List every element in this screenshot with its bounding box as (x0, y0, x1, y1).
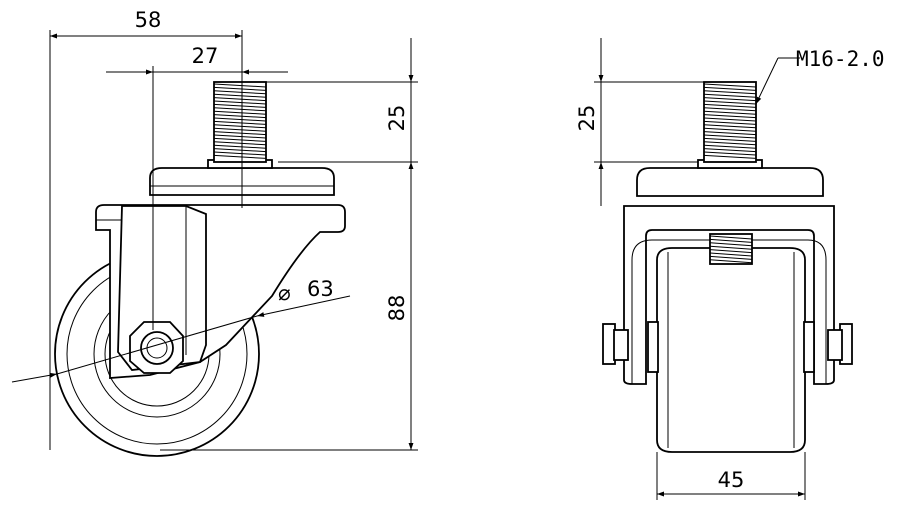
thread-line (703, 114, 757, 119)
dim-diameter-symbol: ⌀ (278, 281, 291, 305)
thread-line (213, 97, 267, 102)
front-swivel-plate (636, 167, 824, 197)
front-view (602, 81, 853, 453)
dim-line-diameter (56, 315, 258, 375)
thread-line (709, 259, 753, 264)
thread-line (703, 86, 757, 91)
thread-line (213, 148, 267, 153)
side-dimensions: 58 27 25 88 ⌀ 63 (11, 8, 418, 451)
thread-line (213, 110, 267, 115)
thread-line (703, 120, 757, 125)
thread-spec-label: M16-2.0 (796, 47, 885, 71)
dim-wheel-width: 45 (718, 468, 745, 492)
thread-line (709, 252, 753, 257)
thread-line (703, 117, 757, 122)
thread-line (703, 144, 757, 149)
dim-line-diameter-right (256, 295, 351, 317)
thread-line (213, 134, 267, 139)
front-inner-stem (709, 233, 753, 265)
thread-line (213, 100, 267, 105)
thread-line (703, 131, 757, 136)
front-axle-bolts (602, 321, 853, 373)
thread-line (709, 238, 753, 243)
thread-line (703, 148, 757, 153)
front-dimensions: 25 M16-2.0 45 (575, 38, 885, 500)
thread-line (703, 137, 757, 142)
thread-line (703, 93, 757, 98)
thread-line (703, 134, 757, 139)
thread-line (703, 154, 757, 159)
thread-line (213, 93, 267, 98)
dim-wheel-diameter: 63 (307, 277, 334, 301)
side-threaded-stem (207, 81, 273, 169)
front-wheel (656, 247, 806, 453)
dim-overall-height: 88 (385, 295, 409, 322)
side-view (54, 62, 346, 457)
thread-line (213, 90, 267, 95)
thread-line (213, 154, 267, 159)
dim-stem-length-front: 25 (575, 105, 599, 132)
thread-line (703, 127, 757, 132)
thread-line (709, 235, 753, 240)
thread-line (703, 107, 757, 112)
thread-line (703, 110, 757, 115)
dim-stem-offset: 27 (192, 44, 219, 68)
thread-line (213, 117, 267, 122)
thread-line (703, 141, 757, 146)
thread-line (213, 151, 267, 156)
dim-overall-width: 58 (135, 8, 162, 32)
dim-line-diameter-left (11, 372, 58, 383)
thread-line (703, 97, 757, 102)
thread-line (213, 124, 267, 129)
thread-line (213, 114, 267, 119)
thread-line (213, 86, 267, 91)
thread-line (213, 141, 267, 146)
thread-line (213, 144, 267, 149)
thread-line (703, 83, 757, 88)
thread-line (213, 127, 267, 132)
thread-line (703, 151, 757, 156)
thread-line (703, 124, 757, 129)
front-threaded-stem (697, 81, 763, 169)
thread-line (709, 245, 753, 250)
thread-line (703, 90, 757, 95)
thread-line (709, 255, 753, 260)
thread-line (213, 107, 267, 112)
leader-thread-spec (755, 57, 779, 105)
thread-line (213, 131, 267, 136)
thread-line (213, 120, 267, 125)
thread-line (709, 249, 753, 254)
thread-line (703, 100, 757, 105)
dim-stem-length-side: 25 (385, 105, 409, 132)
thread-line (703, 103, 757, 108)
thread-line (213, 103, 267, 108)
thread-line (213, 83, 267, 88)
thread-line (709, 242, 753, 247)
side-axle-nut (129, 321, 184, 374)
thread-line (213, 137, 267, 142)
